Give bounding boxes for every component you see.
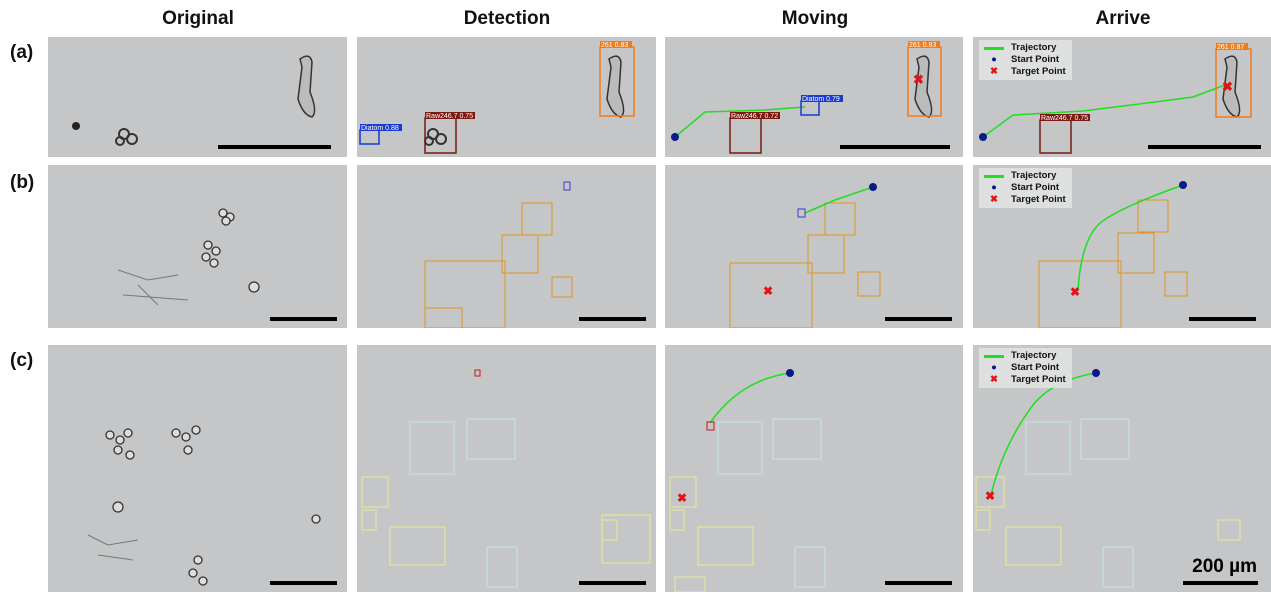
column-header-moving: Moving [781, 8, 849, 29]
trajectory-line [990, 372, 1097, 496]
legend-target: Target Point [1011, 374, 1066, 385]
scale-bar-label: 200 µm [1192, 556, 1257, 577]
legend-start: Start Point [1011, 362, 1060, 373]
start-point [1092, 369, 1100, 377]
legend: Trajectory ● Start Point ✖ Target Point [979, 40, 1072, 80]
start-point [979, 133, 987, 141]
raw-label: Raw246.7 0.72 [731, 113, 778, 120]
cell-261-label: 261 0.87 [1217, 44, 1244, 51]
target-point-icon: ✖ [1070, 285, 1080, 299]
start-point [869, 183, 877, 191]
panel-a-arrive: Raw246.7 0.75 261 0.87 ✖ Trajectory ● Sta… [973, 37, 1271, 157]
panel-b-detection [357, 165, 656, 328]
scale-bar [1183, 581, 1258, 585]
trajectory-line [804, 186, 874, 214]
target-point-icon: ✖ [1222, 79, 1233, 94]
target-point-icon: ✖ [913, 72, 924, 87]
row-label-c: (c) [10, 350, 34, 371]
trajectory-line-icon [983, 46, 1005, 50]
target-point-icon: ✖ [990, 374, 998, 385]
panel-a-original [48, 37, 347, 157]
scale-bar [218, 145, 331, 149]
column-header-arrive: Arrive [1095, 8, 1151, 29]
legend-trajectory: Trajectory [1011, 42, 1057, 53]
raw-label: Raw246.7 0.75 [1041, 115, 1088, 122]
column-header-detection: Detection [463, 8, 551, 29]
target-point-icon: ✖ [990, 194, 998, 205]
panel-a-detection: Diatom 0.88 Raw246.7 0.75 261 0.83 [357, 37, 656, 157]
panel-b-moving: ✖ [665, 165, 963, 328]
start-point-icon: ● [991, 54, 997, 65]
trajectory-line [1077, 184, 1184, 291]
legend-start: Start Point [1011, 54, 1060, 65]
target-point-icon: ✖ [985, 489, 995, 503]
panel-c-arrive: ✖ Trajectory ●Start Point ✖Target Point … [973, 345, 1271, 592]
raw-box [424, 117, 457, 154]
legend: Trajectory ● Start Point ✖ Target Point [979, 168, 1072, 208]
cell-261-label: 261 0.83 [601, 42, 628, 49]
legend-trajectory: Trajectory [1011, 170, 1057, 181]
cell-261-label: 261 0.83 [909, 42, 936, 49]
micrograph [72, 55, 331, 149]
trajectory-line [709, 372, 791, 424]
diatom-label: Diatom 0.79 [802, 96, 840, 103]
legend-start: Start Point [1011, 182, 1060, 193]
row-label-b: (b) [10, 172, 35, 193]
target-point-icon: ✖ [677, 491, 687, 505]
panel-c-detection [357, 345, 656, 592]
column-header-original: Original [162, 8, 234, 29]
legend: Trajectory ● Start Point ✖ Target Point [979, 348, 1072, 388]
legend-target: Target Point [1011, 66, 1066, 77]
start-point-icon: ● [991, 182, 997, 193]
trajectory-line [982, 84, 1226, 138]
panel-b-arrive: ✖ Trajectory ● Start Point ✖ Target Point [973, 165, 1271, 328]
panel-c-moving: ✖ [665, 345, 963, 592]
row-label-a: (a) [10, 42, 34, 63]
raw-label: Raw246.7 0.75 [426, 113, 473, 120]
legend-trajectory: Trajectory [1011, 350, 1057, 361]
diatom-box [359, 129, 380, 145]
panel-c-original [48, 345, 347, 592]
start-point [1179, 181, 1187, 189]
target-point-icon: ✖ [990, 66, 998, 77]
panel-a-moving: Diatom 0.79 Raw246.7 0.72 261 0.83 ✖ [665, 37, 963, 157]
panel-b-original [48, 165, 347, 328]
diatom-label: Diatom 0.88 [361, 125, 399, 132]
trajectory-line [674, 106, 806, 138]
start-point [786, 369, 794, 377]
start-point [671, 133, 679, 141]
legend-target: Target Point [1011, 194, 1066, 205]
start-point-icon: ● [991, 362, 997, 373]
target-point-icon: ✖ [763, 284, 773, 298]
